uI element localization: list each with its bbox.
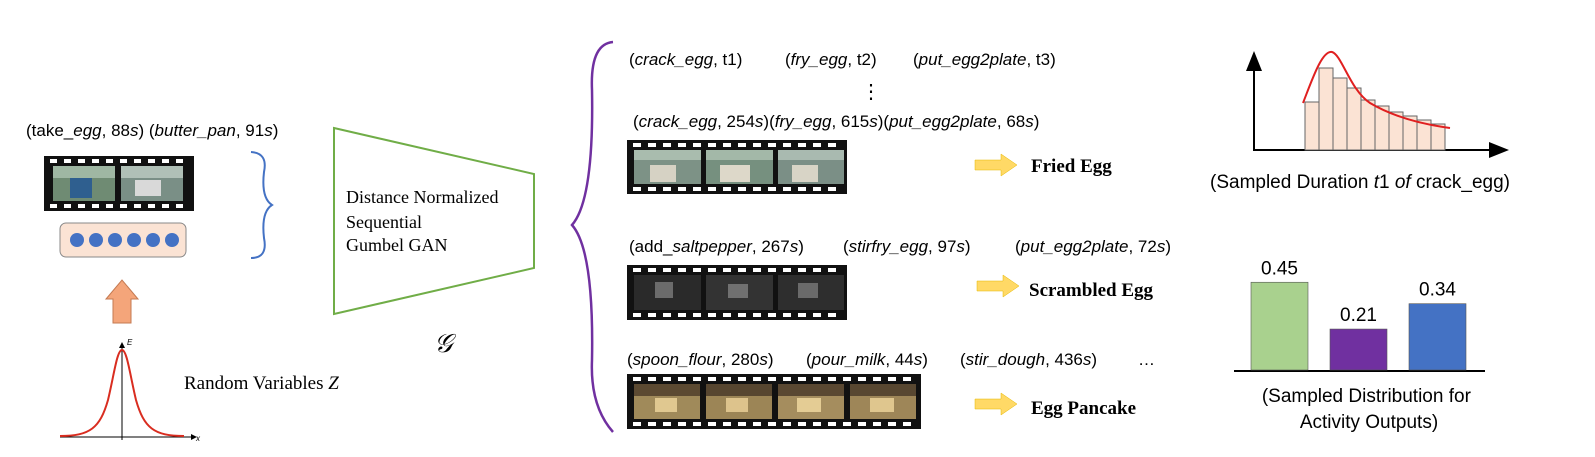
activity-distribution-chart: 0.45 0.21 0.34 [1234, 258, 1485, 372]
generator-symbol: 𝒢 [434, 329, 457, 358]
bar-value-label: 0.34 [1419, 280, 1456, 301]
histogram-bin [1332, 77, 1348, 151]
histogram-bin [1304, 101, 1320, 151]
noise-up-arrow [104, 279, 140, 324]
histogram-caption: (Sampled Duration t1 of crack_egg) [1210, 172, 1510, 193]
latent-vector [59, 222, 187, 258]
bar-value-label: 0.45 [1261, 258, 1298, 279]
bar-scrambled-egg [1329, 328, 1388, 371]
row2-arrow [976, 274, 1020, 298]
histogram-bin [1346, 87, 1362, 151]
row1-actions: (crack_egg, 254s)(fry_egg, 615s)(put_egg… [633, 112, 1039, 131]
histogram-bin [1430, 123, 1446, 151]
row3-arrow [974, 392, 1018, 416]
generator-trapezoid [333, 126, 535, 316]
vertical-ellipsis: ⋮ [861, 81, 881, 103]
row3-video-filmstrip [627, 374, 921, 429]
bar-chart-caption: (Sampled Distribution for Activity Outpu… [1262, 386, 1476, 433]
bar-egg-pancake [1408, 303, 1467, 371]
noise-caption: Random Variables Z [184, 373, 339, 394]
gaussian-axis-e-label: E [127, 338, 133, 347]
input-brace [250, 151, 274, 259]
gaussian-axis-x-label: x [195, 434, 201, 443]
duration-histogram [1246, 51, 1509, 158]
generic-action-line: (crack_egg, t1) (fry_egg, t2) (put_egg2p… [629, 50, 1056, 69]
row2-actions: (add_saltpepper, 267s) (stirfry_egg, 97s… [629, 237, 1171, 256]
bar-value-label: 0.21 [1340, 305, 1377, 326]
input-actions-line: (take_egg, 88s) (butter_pan, 91s) [26, 121, 278, 140]
row1-video-filmstrip [627, 140, 847, 194]
bar-fried-egg [1250, 281, 1309, 371]
row1-activity-label: Fried Egg [1031, 156, 1112, 177]
row2-video-filmstrip [627, 265, 847, 320]
histogram-bin [1360, 99, 1376, 151]
row2-activity-label: Scrambled Egg [1029, 280, 1154, 301]
input-video-filmstrip [44, 156, 194, 211]
row3-actions: (spoon_flour, 280s) (pour_milk, 44s) (st… [627, 350, 1155, 369]
histogram-bin [1318, 67, 1334, 151]
output-brace [570, 40, 614, 433]
row1-arrow [974, 153, 1018, 177]
histogram-fit-curve [1302, 51, 1451, 129]
row3-activity-label: Egg Pancake [1031, 398, 1136, 419]
generator-label: Distance Normalized Sequential Gumbel GA… [346, 187, 503, 255]
gaussian-noise-plot: E x [59, 338, 201, 443]
